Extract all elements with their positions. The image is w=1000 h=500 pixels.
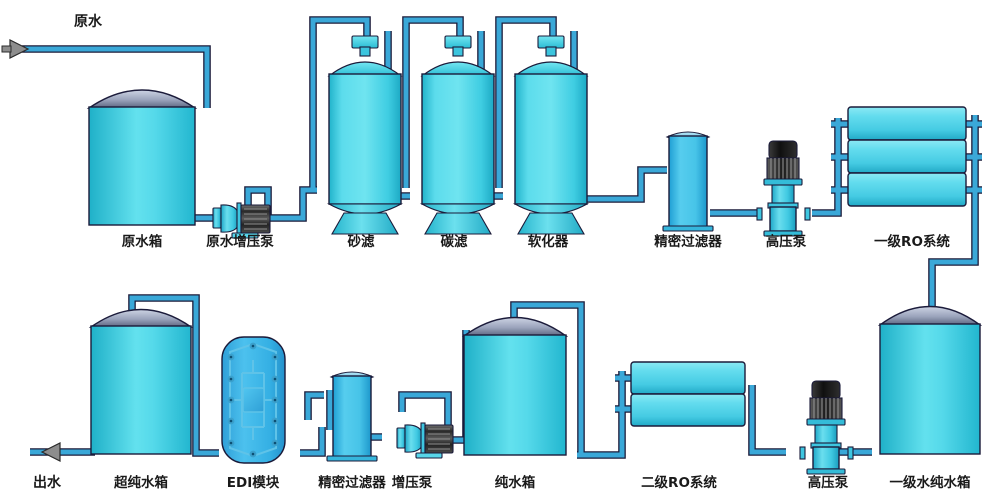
booster-pump-bottom[interactable]: [396, 422, 454, 459]
inlet-label: 原水: [74, 13, 103, 30]
pipe-fills-top: [22, 17, 982, 318]
label-raw-water-booster-pump: 原水增压泵: [206, 233, 274, 250]
flow-stream-labels: 原水 出水: [33, 13, 103, 491]
cartridge-filter-bottom[interactable]: [326, 371, 378, 462]
edi-port-dots: [227, 342, 279, 458]
high-pressure-pump-top[interactable]: [756, 140, 811, 237]
label-high-pressure-pump-top: 高压泵: [766, 233, 807, 250]
outlet-label: 出水: [33, 474, 62, 491]
label-raw-water-tank: 原水箱: [122, 233, 163, 250]
equipment-labels: 原水箱 原水增压泵 砂滤 碳滤 软化器 精密过滤器 高压泵 一级RO系统 一级水…: [113, 233, 971, 491]
raw-water-tank[interactable]: [86, 89, 198, 226]
label-softener: 软化器: [528, 233, 569, 250]
label-booster-pump-bottom: 增压泵: [392, 474, 433, 491]
label-cartridge-filter-top: 精密过滤器: [654, 233, 722, 250]
label-ultrapure-water-tank: 超纯水箱: [113, 474, 168, 491]
label-cartridge-filter-bottom: 精密过滤器: [318, 474, 386, 491]
inlet-arrow: [1, 39, 30, 59]
label-ro-system-stage1: 一级RO系统: [874, 233, 950, 250]
sand-filter[interactable]: [326, 35, 404, 235]
softener[interactable]: [512, 35, 590, 235]
carbon-filter[interactable]: [419, 35, 497, 235]
ro-system-stage2[interactable]: [630, 361, 746, 427]
edi-center-panel: [242, 387, 265, 413]
stage1-pure-water-tank[interactable]: [877, 305, 983, 455]
cartridge-filter-top[interactable]: [662, 131, 714, 232]
ultrapure-water-tank[interactable]: [88, 308, 194, 455]
high-pressure-pump-bottom[interactable]: [799, 380, 854, 475]
label-sand-filter: 砂滤: [348, 233, 375, 250]
label-high-pressure-pump-bottom: 高压泵: [808, 474, 849, 491]
edi-module[interactable]: [221, 336, 286, 464]
pipe-fills-bottom: [30, 295, 872, 458]
label-stage1-pure-water-tank: 一级水纯水箱: [890, 474, 971, 491]
raw-water-booster-pump[interactable]: [212, 202, 271, 239]
label-edi-module: EDI模块: [227, 474, 280, 491]
ro-system-stage1[interactable]: [847, 106, 967, 207]
label-pure-water-tank: 纯水箱: [495, 474, 536, 491]
outlet-arrow: [40, 442, 61, 462]
label-carbon-filter: 碳滤: [441, 233, 468, 250]
pure-water-tank[interactable]: [461, 316, 569, 456]
label-ro-system-stage2: 二级RO系统: [641, 474, 717, 491]
